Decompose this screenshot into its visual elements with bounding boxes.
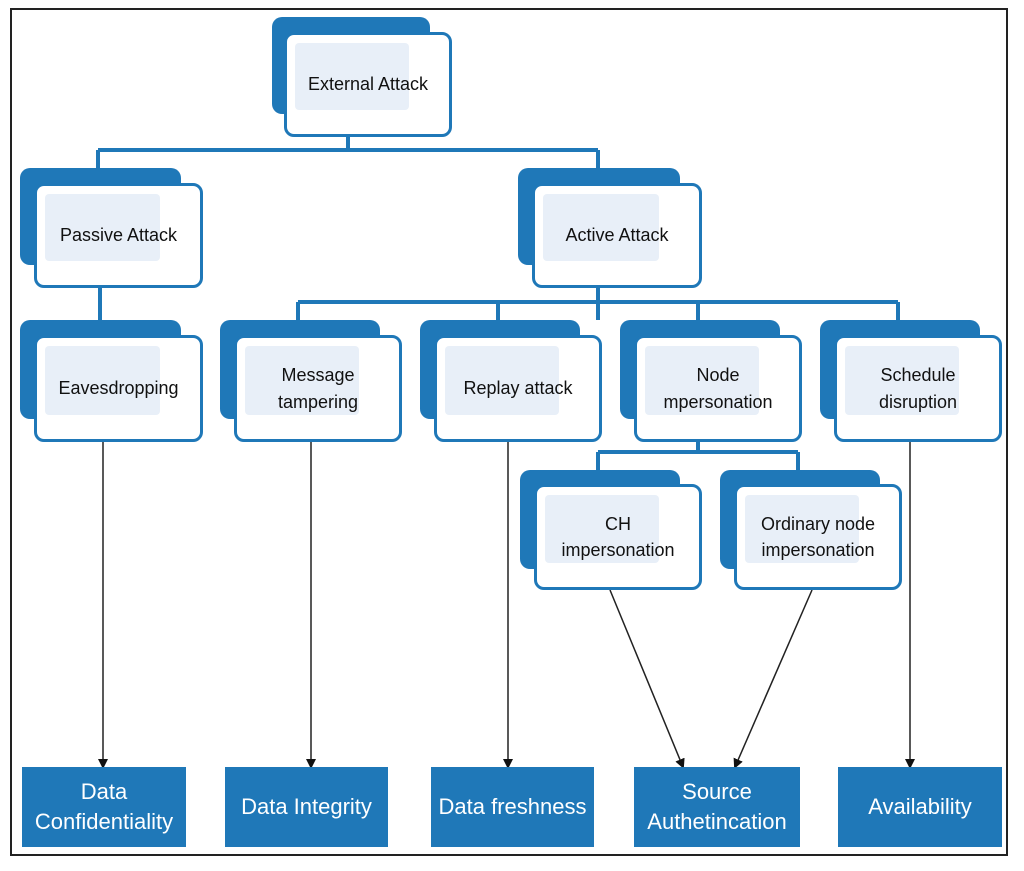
- arrow-ch-authentication: [609, 589, 685, 769]
- node-ch-impersonation: CH impersonation: [520, 470, 702, 590]
- node-label: Schedule disruption: [878, 365, 958, 412]
- tree-connectors: [96, 130, 900, 470]
- connector-external-attack: [96, 130, 600, 170]
- node-schedule-disruption: Schedule disruption: [820, 320, 1002, 442]
- node-eavesdropping: Eavesdropping: [20, 320, 203, 442]
- connector-node-impersonation: [596, 440, 800, 470]
- diagram-frame: [10, 8, 1008, 856]
- node-label: Node mpersonation: [663, 365, 773, 412]
- node-ordinary-impersonation: Ordinary node impersonation: [720, 470, 902, 590]
- goal-source-authentication: Source Authetincation: [634, 767, 800, 847]
- node-label: CH impersonation: [561, 513, 675, 560]
- goal-data-confidentiality: Data Confidentiality: [22, 767, 186, 847]
- node-external-attack: External Attack: [272, 17, 452, 137]
- arrow-ordinary-authentication: [733, 589, 813, 769]
- goal-availability: Availability: [838, 767, 1002, 847]
- node-message-tampering: Message tampering: [220, 320, 402, 442]
- node-active-attack: Active Attack: [518, 168, 702, 288]
- node-label: Message tampering: [277, 365, 359, 412]
- goal-data-freshness: Data freshness: [431, 767, 594, 847]
- connector-active-attack: [296, 288, 900, 320]
- node-label: Ordinary node impersonation: [760, 513, 876, 560]
- node-node-impersonation: Node mpersonation: [620, 320, 802, 442]
- node-label: Active Attack: [565, 225, 669, 246]
- node-label: Passive Attack: [59, 225, 178, 246]
- node-label: Eavesdropping: [58, 378, 179, 399]
- node-replay-attack: Replay attack: [420, 320, 602, 442]
- goal-data-integrity: Data Integrity: [225, 767, 388, 847]
- node-passive-attack: Passive Attack: [20, 168, 203, 288]
- node-label: Replay attack: [463, 378, 573, 399]
- node-label: External Attack: [307, 74, 429, 95]
